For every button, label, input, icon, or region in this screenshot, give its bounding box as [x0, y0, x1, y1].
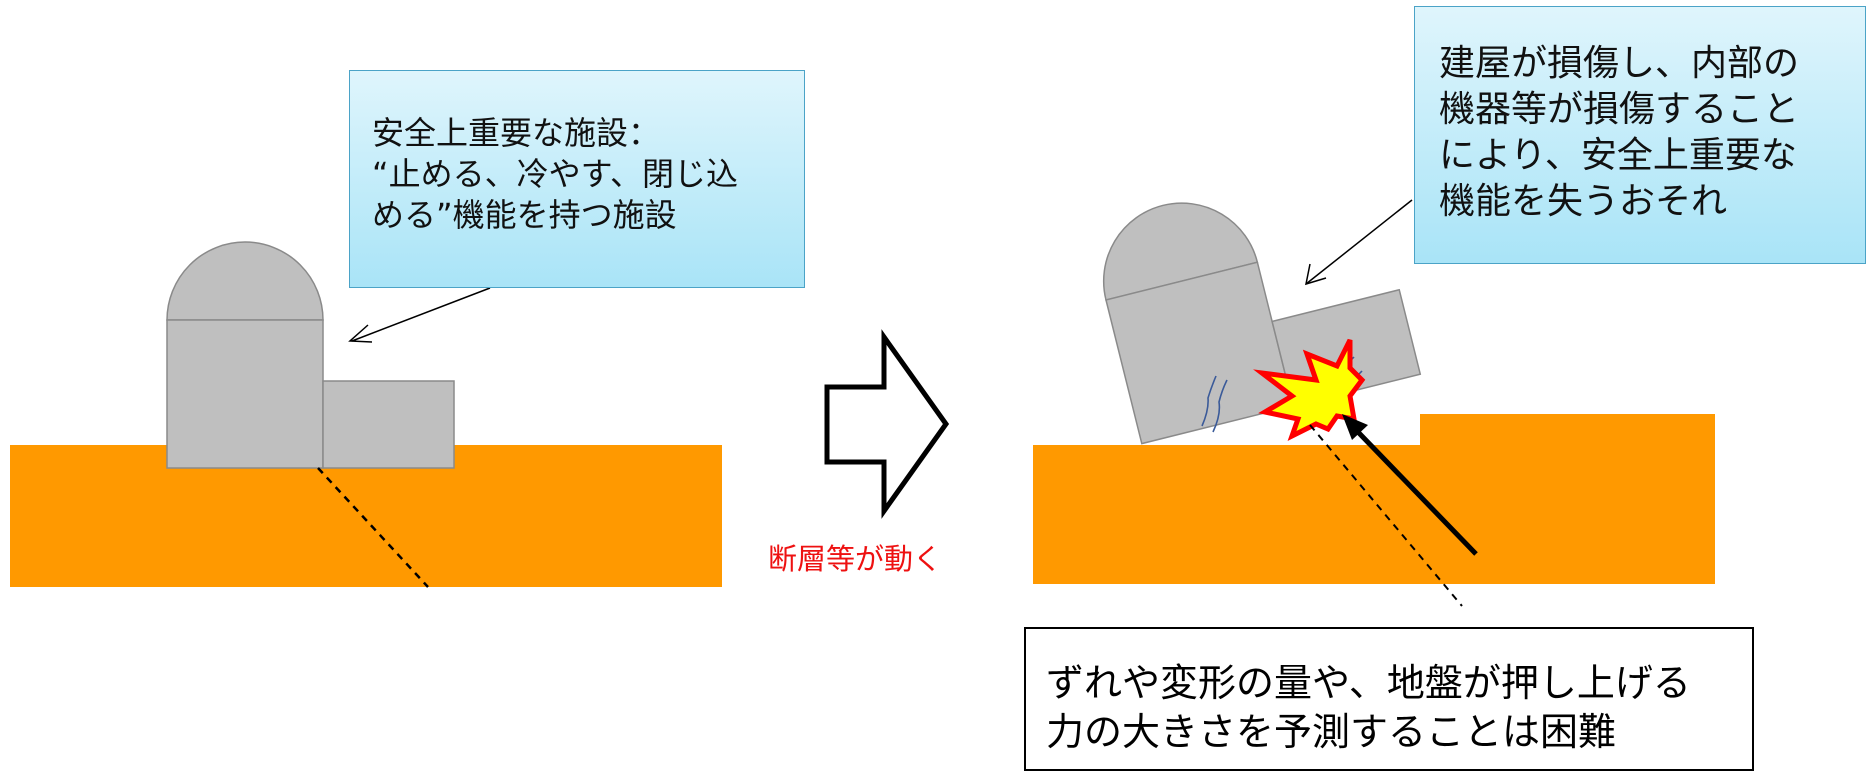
right-ground [1033, 445, 1715, 584]
right-fault-line [1309, 424, 1463, 607]
uplift-force-arrowhead [1342, 414, 1368, 440]
bottom-box-line-1: ずれや変形の量や、地盤が押し上げる [1046, 661, 1691, 705]
tilted-building [1102, 202, 1422, 445]
right-dome [1102, 202, 1259, 301]
callout-left-line-2: “止める、冷やす、閉じ込 [372, 154, 739, 193]
bottom-box-line-2: 力の大きさを予測することは困難 [1046, 710, 1617, 755]
callout-left-line-3: める”機能を持つ施設 [372, 195, 677, 234]
left-annex-building [322, 380, 455, 469]
right-scene [1033, 199, 1715, 607]
callout-right-line-1: 建屋が損傷し、内部の [1439, 43, 1800, 84]
fault-moves-label: 断層等が動く [768, 542, 943, 576]
right-pointer-arrowhead [1305, 263, 1327, 286]
callout-right-line-3: により、安全上重要な [1439, 135, 1797, 177]
prediction-difficulty-box: ずれや変形の量や、地盤が押し上げる 力の大きさを予測することは困難 [1024, 627, 1754, 771]
left-scene [10, 241, 722, 588]
uplift-force-arrow-shaft [1356, 430, 1478, 556]
damage-burst [1253, 338, 1366, 442]
callout-left-line-1: 安全上重要な施設： [372, 114, 661, 152]
callout-important-facility: 安全上重要な施設： “止める、冷やす、閉じ込 める”機能を持つ施設 [349, 70, 805, 288]
left-dome [166, 241, 324, 321]
right-ground-uplift [1420, 414, 1715, 454]
left-reactor-building [166, 319, 324, 469]
callout-damage-risk: 建屋が損傷し、内部の 機器等が損傷すること により、安全上重要な 機能を失うおそ… [1414, 6, 1866, 264]
callout-right-line-4: 機能を失うおそれ [1439, 181, 1728, 223]
left-fault-line [317, 467, 429, 588]
right-callout-pointer [1305, 199, 1413, 285]
left-pointer-arrowhead [348, 324, 373, 343]
callout-right-line-2: 機器等が損傷すること [1439, 89, 1800, 131]
left-callout-pointer [351, 287, 491, 342]
transition-arrow [824, 329, 950, 519]
